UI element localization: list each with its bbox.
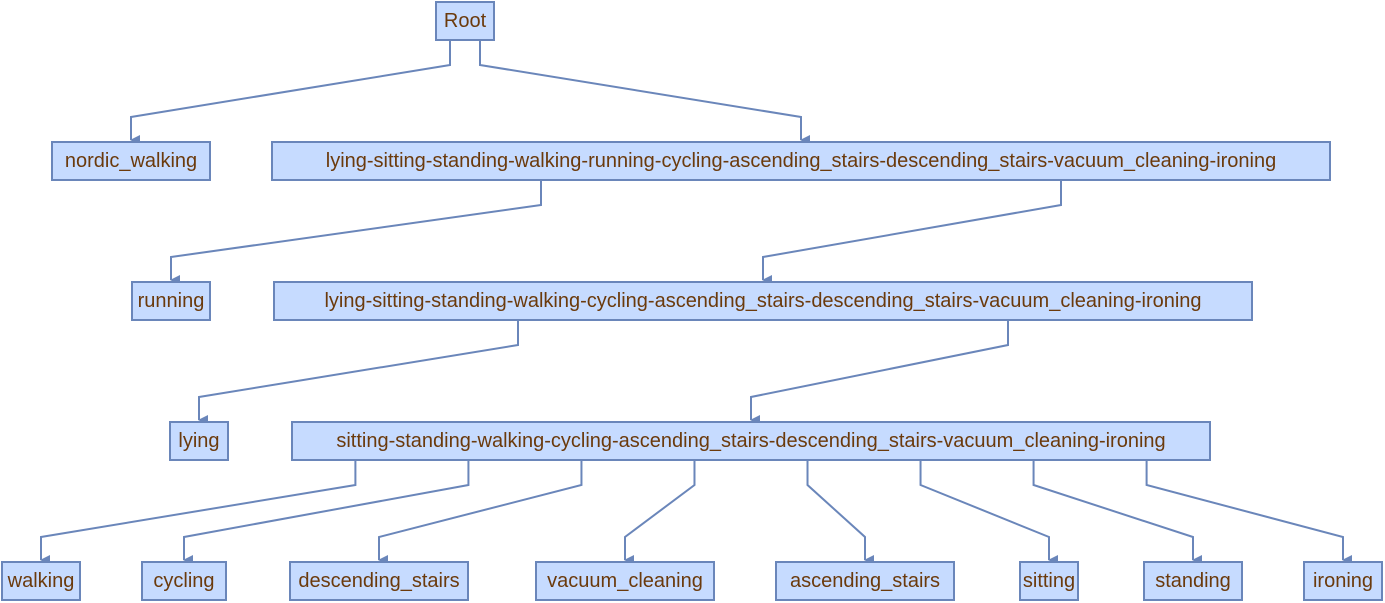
edge-group3-to-ascending_stairs: [806, 461, 874, 565]
node-walking: walking: [1, 561, 81, 601]
node-descending-stairs: descending_stairs: [289, 561, 469, 601]
node-ironing: ironing: [1303, 561, 1383, 601]
node-ascending-stairs: ascending_stairs: [775, 561, 955, 601]
edge-group3-to-vacuum_cleaning: [624, 461, 696, 565]
edge-root-to-nordic_walking: [130, 41, 451, 145]
node-lying: lying: [169, 421, 229, 461]
edge-group3-to-ironing: [1145, 461, 1352, 565]
edge-group3-to-sitting: [919, 461, 1058, 565]
node-sitting: sitting: [1019, 561, 1079, 601]
node-cycling: cycling: [141, 561, 227, 601]
edge-group3-to-cycling: [183, 461, 470, 565]
edge-group2-to-group3: [750, 321, 1009, 425]
node-group-all-except-running: lying-sitting-standing-walking-cycling-a…: [273, 281, 1253, 321]
edge-group3-to-walking: [40, 461, 357, 565]
node-group-all-except-nordic-walking: lying-sitting-standing-walking-running-c…: [271, 141, 1331, 181]
edge-group3-to-descending_stairs: [378, 461, 583, 565]
edge-group1-to-running: [170, 181, 542, 285]
node-root: Root: [435, 1, 495, 41]
node-standing: standing: [1143, 561, 1243, 601]
edge-group2-to-lying: [198, 321, 519, 425]
node-running: running: [131, 281, 211, 321]
node-group-all-except-lying: sitting-standing-walking-cycling-ascendi…: [291, 421, 1211, 461]
edge-group1-to-group2: [762, 181, 1062, 285]
node-nordic-walking: nordic_walking: [51, 141, 211, 181]
node-vacuum-cleaning: vacuum_cleaning: [535, 561, 715, 601]
edge-root-to-group1: [479, 41, 810, 145]
edge-group3-to-standing: [1032, 461, 1202, 565]
